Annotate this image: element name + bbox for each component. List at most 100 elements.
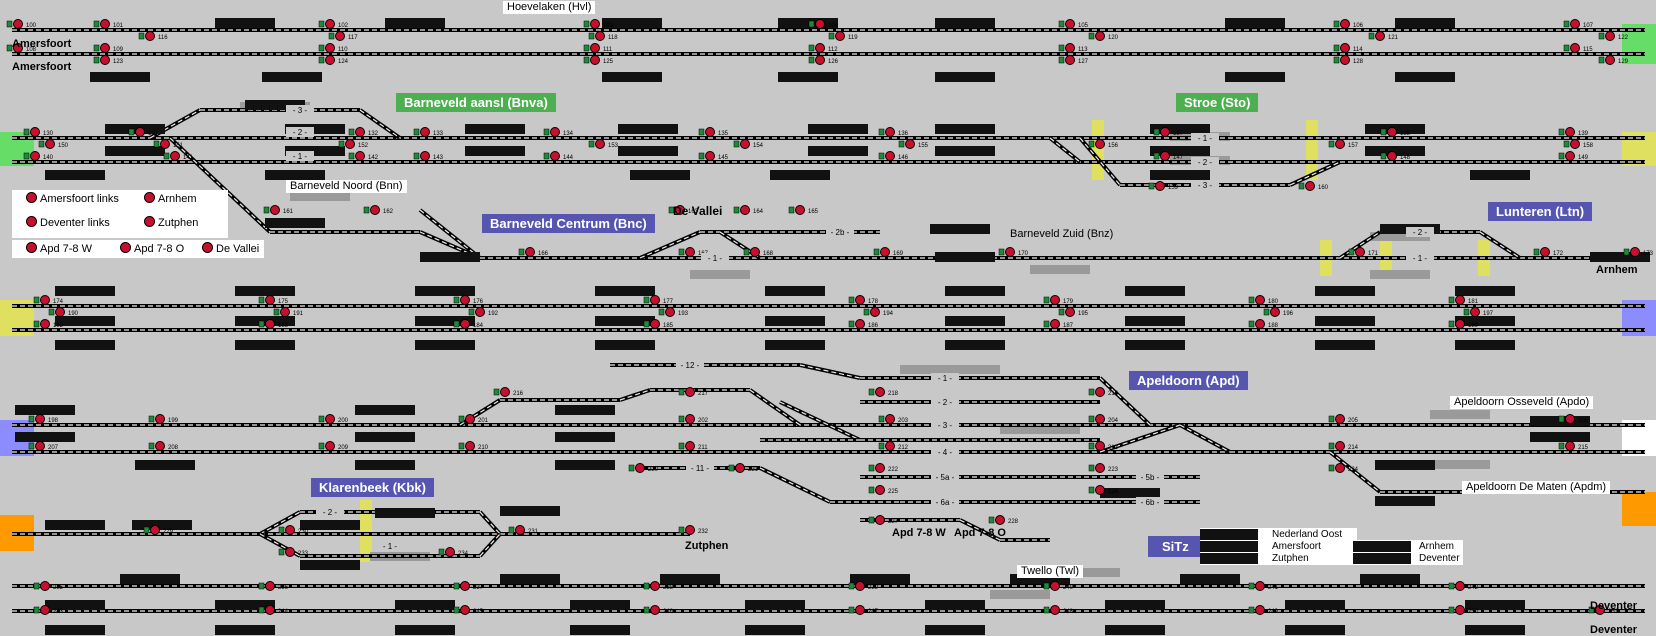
block-display [1105, 600, 1165, 610]
signal-number: 207 [48, 445, 59, 451]
signal-number: 250 [1468, 609, 1479, 615]
block-display [90, 72, 150, 82]
signal-aspect [1333, 20, 1340, 28]
signal-number: 147 [1173, 155, 1184, 161]
signal [1255, 319, 1265, 329]
occupancy-block [1370, 232, 1430, 241]
signal [325, 414, 335, 424]
signal-number: 216 [513, 391, 524, 397]
occupancy-block [1030, 265, 1090, 274]
signal-aspect [1058, 44, 1065, 52]
signal-aspect [453, 320, 460, 328]
station-label-barneveld-centrum: Barneveld Centrum (Bnc) [482, 214, 655, 233]
block-display [235, 316, 295, 326]
signal-number: 186 [868, 323, 879, 329]
signal-aspect [1058, 20, 1065, 28]
block-display [465, 124, 525, 134]
signal-aspect [48, 308, 55, 316]
signal-number: 106 [1353, 23, 1364, 29]
signal [1255, 605, 1265, 615]
signal-aspect [1298, 182, 1305, 190]
block-display [245, 100, 305, 110]
signal-aspect [678, 388, 685, 396]
signal [100, 55, 110, 65]
track-number: - 2b - [831, 228, 850, 237]
station-label-twello: Twello (Twl) [1017, 565, 1084, 578]
signal-aspect [93, 56, 100, 64]
track-number: - 2 - [293, 128, 308, 137]
signal-aspect [1463, 308, 1470, 316]
edge-mark [360, 500, 372, 562]
signal-number: 226 [1108, 489, 1119, 495]
signal-aspect [258, 296, 265, 304]
track-number: - 11 - [691, 464, 709, 473]
signal-number: 146 [898, 155, 909, 161]
signal [1570, 19, 1580, 29]
signal-number: 206 [1578, 418, 1589, 424]
signal-number: 162 [383, 209, 394, 215]
signal-number: 135 [718, 131, 729, 137]
signal-aspect [413, 152, 420, 160]
block-display [630, 170, 690, 180]
signal [500, 387, 510, 397]
signal [335, 31, 345, 41]
signal-aspect [988, 516, 995, 524]
signal-number: 159 [1168, 185, 1179, 191]
signal-number: 235 [53, 585, 64, 591]
track-number: - 1 - [938, 374, 953, 383]
signal-aspect [6, 44, 13, 52]
track-segment-rail [479, 533, 501, 557]
track-segment-rail [759, 467, 831, 503]
signal [1095, 387, 1105, 397]
signal-number: 243 [53, 609, 64, 615]
block-display [235, 340, 295, 350]
signal [355, 151, 365, 161]
signal [100, 19, 110, 29]
station-label-klarenbeek: Klarenbeek (Kbk) [311, 478, 434, 497]
signal [265, 295, 275, 305]
block-display [1395, 72, 1455, 82]
signal [150, 525, 160, 535]
track-number: - 2 - [1198, 158, 1213, 167]
signal-aspect [1088, 388, 1095, 396]
track-segment [959, 518, 1001, 542]
track-segment [1478, 230, 1522, 260]
signal [1340, 43, 1350, 53]
track-number-bg [826, 227, 854, 237]
sitz-item: Deventer [1419, 553, 1460, 564]
block-display [55, 340, 115, 350]
signal [420, 127, 430, 137]
signal-aspect [873, 248, 880, 256]
signal [325, 55, 335, 65]
signal [650, 295, 660, 305]
signal-number: 133 [433, 131, 444, 137]
signal-number: 245 [473, 609, 484, 615]
track-number-bg [686, 463, 714, 473]
signal [815, 19, 825, 29]
signal-number: 172 [1553, 251, 1564, 257]
signal-number: 118 [608, 35, 618, 41]
signal-aspect [1558, 128, 1565, 136]
signal-number: 145 [718, 155, 729, 161]
track-number: - 5a - [936, 473, 955, 482]
signal-number: 205 [1348, 418, 1359, 424]
track-segment-rail [1329, 451, 1381, 493]
signal-aspect [1333, 56, 1340, 64]
signal [1605, 55, 1615, 65]
block-display [265, 170, 325, 180]
signal-number: 211 [698, 445, 708, 451]
signal-aspect [33, 606, 40, 614]
block-display [925, 625, 985, 635]
signal-aspect [628, 464, 635, 472]
signal [1387, 151, 1397, 161]
signal-number: 234 [458, 551, 469, 557]
signal-aspect [1248, 320, 1255, 328]
station-label-apeldoorn-de-maten: Apeldoorn De Maten (Apdm) [1462, 481, 1611, 494]
end-label-amersfoort-2: Amersfoort [12, 61, 72, 73]
block-display [415, 286, 475, 296]
signal [135, 127, 145, 137]
signal [265, 605, 275, 615]
signal-aspect [1088, 464, 1095, 472]
signal-number: 251 [1608, 609, 1619, 615]
block-display [120, 574, 180, 584]
